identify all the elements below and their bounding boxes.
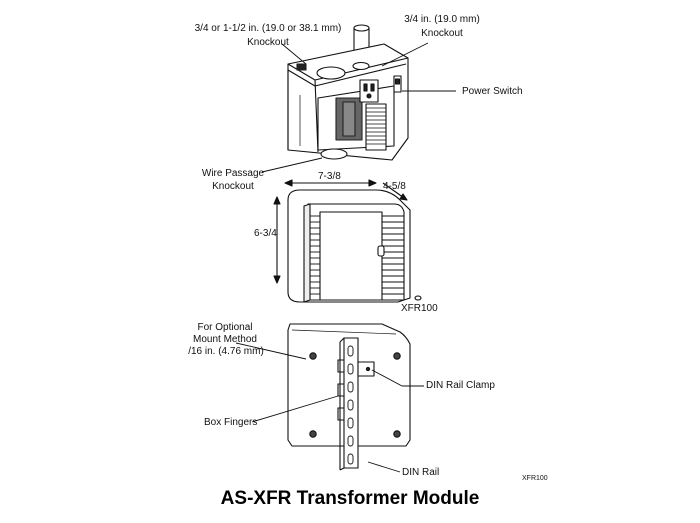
dimension-width-label: 7-3/8 (318, 171, 341, 182)
open-enclosure-drawing (287, 24, 409, 161)
power-switch-label: Power Switch (462, 86, 523, 97)
model-label: XFR100 (401, 303, 438, 314)
wire-passage-label-line1: Wire Passage (201, 168, 265, 179)
dimension-height-label: 6-3/4 (254, 228, 277, 239)
leader-lines (235, 42, 456, 473)
optional-mount-label-line3: /16 in. (4.76 mm) (188, 346, 264, 357)
closed-enclosure-drawing (273, 179, 422, 303)
knockout-large-word-label: Knockout (247, 37, 289, 48)
figure-code-label: XFR100 (522, 475, 548, 482)
din-rail-clamp-label: DIN Rail Clamp (426, 380, 495, 391)
optional-mount-label-line2: Mount Method (193, 334, 257, 345)
din-rail-label: DIN Rail (402, 467, 440, 478)
knockout-small-size-label: 3/4 in. (19.0 mm) (404, 14, 480, 25)
din-rail-drawing (287, 323, 411, 471)
optional-mount-label-line1: For Optional (197, 322, 253, 333)
figure-title: AS-XFR Transformer Module (220, 488, 480, 509)
dimension-depth-label: 4-5/8 (383, 181, 406, 192)
knockout-small-word-label: Knockout (421, 28, 463, 39)
knockout-large-size-label: 3/4 or 1-1/2 in. (19.0 or 38.1 mm) (194, 23, 342, 34)
wire-passage-label-line2: Knockout (212, 181, 254, 192)
box-fingers-label: Box Fingers (204, 417, 258, 428)
